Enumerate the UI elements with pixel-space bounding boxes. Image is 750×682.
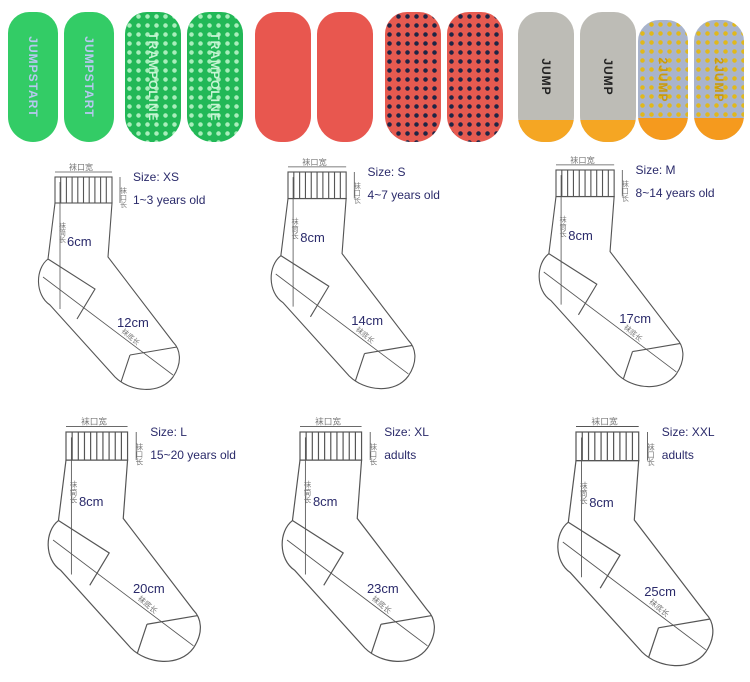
age-label: 15~20 years old — [150, 448, 236, 462]
green-sock-top: JUMPSTART — [8, 12, 58, 142]
red-sock-top — [255, 12, 311, 142]
green-sock-sole: TRAMPOLINE — [187, 12, 243, 142]
foot-measurement: 25cm — [644, 583, 676, 599]
age-label: adults — [661, 448, 694, 462]
foot-measurement: 23cm — [366, 581, 399, 597]
cuff-length-label: 袜口长 — [353, 181, 361, 204]
cuff-length-label: 袜口长 — [369, 441, 378, 466]
cuff-width-label: 袜口宽 — [591, 415, 618, 426]
sock-outline — [270, 197, 416, 390]
sock-outline — [47, 459, 201, 662]
cuff-length-label: 袜口长 — [120, 186, 128, 209]
blue-sock-sole: 2JUMP — [638, 20, 688, 140]
gray-sock-top: JUMP — [518, 12, 574, 142]
sock-outline — [557, 459, 714, 667]
leg-length-label: 袜筒长 — [291, 217, 299, 240]
red-sock-sole — [447, 12, 503, 142]
green-sock-top: JUMPSTART — [64, 12, 114, 142]
leg-measurement: 8cm — [78, 493, 104, 509]
foot-length-label: 袜底长 — [136, 593, 160, 616]
cuff-width-label: 袜口宽 — [81, 415, 107, 426]
size-label: Size: L — [150, 425, 187, 439]
foot-length-arrow — [286, 539, 428, 647]
foot-length-arrow — [275, 273, 409, 375]
foot-length-label: 袜底长 — [370, 593, 394, 616]
leg-length-label: 袜筒长 — [303, 479, 312, 504]
cuff-band — [638, 118, 688, 140]
cuff-width-label: 袜口宽 — [315, 415, 341, 426]
foot-measurement: 14cm — [351, 312, 384, 328]
leg-measurement: 8cm — [589, 494, 614, 510]
size-label: Size: XL — [384, 425, 429, 439]
leg-measurement: 6cm — [67, 234, 92, 249]
red-sock-sole — [385, 12, 441, 142]
size-label: Size: M — [635, 163, 676, 177]
size-label: Size: S — [367, 165, 406, 179]
foot-measurement: 12cm — [117, 315, 149, 330]
leg-length-label: 袜筒长 — [59, 221, 67, 244]
leg-measurement: 8cm — [312, 493, 338, 509]
leg-length-label: 袜筒长 — [69, 479, 78, 504]
heel-toe-lines — [292, 520, 432, 654]
heel-toe-lines — [58, 520, 198, 654]
heel-toe-lines — [47, 258, 178, 383]
cuff-length-label: 袜口长 — [646, 442, 655, 467]
sock-outline — [281, 459, 435, 662]
sock-outline — [538, 195, 684, 388]
foot-length-arrow — [52, 539, 194, 647]
cuff-band — [518, 120, 574, 142]
foot-measurement: 20cm — [132, 581, 165, 597]
sock-outline — [37, 202, 180, 390]
red-sock-top — [317, 12, 373, 142]
leg-measurement: 8cm — [568, 228, 593, 244]
heel-toe-lines — [280, 255, 413, 382]
foot-length-arrow — [42, 276, 174, 376]
cuff-width-label: 袜口宽 — [570, 155, 594, 165]
foot-length-arrow — [543, 271, 677, 373]
blue-sock-sole: 2JUMP — [694, 20, 744, 140]
cuff-length-label: 袜口长 — [621, 179, 629, 202]
cuff-band — [580, 120, 636, 142]
heel-toe-lines — [567, 521, 711, 658]
cuff-band — [694, 118, 744, 140]
age-label: 1~3 years old — [133, 193, 206, 207]
leg-length-label: 袜筒长 — [559, 215, 567, 238]
size-label: Size: XXL — [661, 425, 715, 439]
leg-length-label: 袜筒长 — [579, 480, 588, 505]
foot-measurement: 17cm — [619, 310, 652, 326]
green-sock-sole: TRAMPOLINE — [125, 12, 181, 142]
age-label: adults — [384, 448, 417, 462]
age-label: 8~14 years old — [635, 186, 715, 200]
cuff-width-label: 袜口宽 — [69, 162, 93, 172]
age-label: 4~7 years old — [367, 188, 440, 202]
leg-measurement: 8cm — [300, 230, 325, 246]
size-label: Size: XS — [133, 170, 180, 184]
foot-length-arrow — [562, 541, 707, 651]
cuff-length-label: 袜口长 — [135, 441, 144, 466]
gray-sock-top: JUMP — [580, 12, 636, 142]
cuff-width-label: 袜口宽 — [302, 157, 326, 167]
foot-length-label: 袜底长 — [647, 596, 671, 619]
heel-toe-lines — [548, 253, 681, 380]
